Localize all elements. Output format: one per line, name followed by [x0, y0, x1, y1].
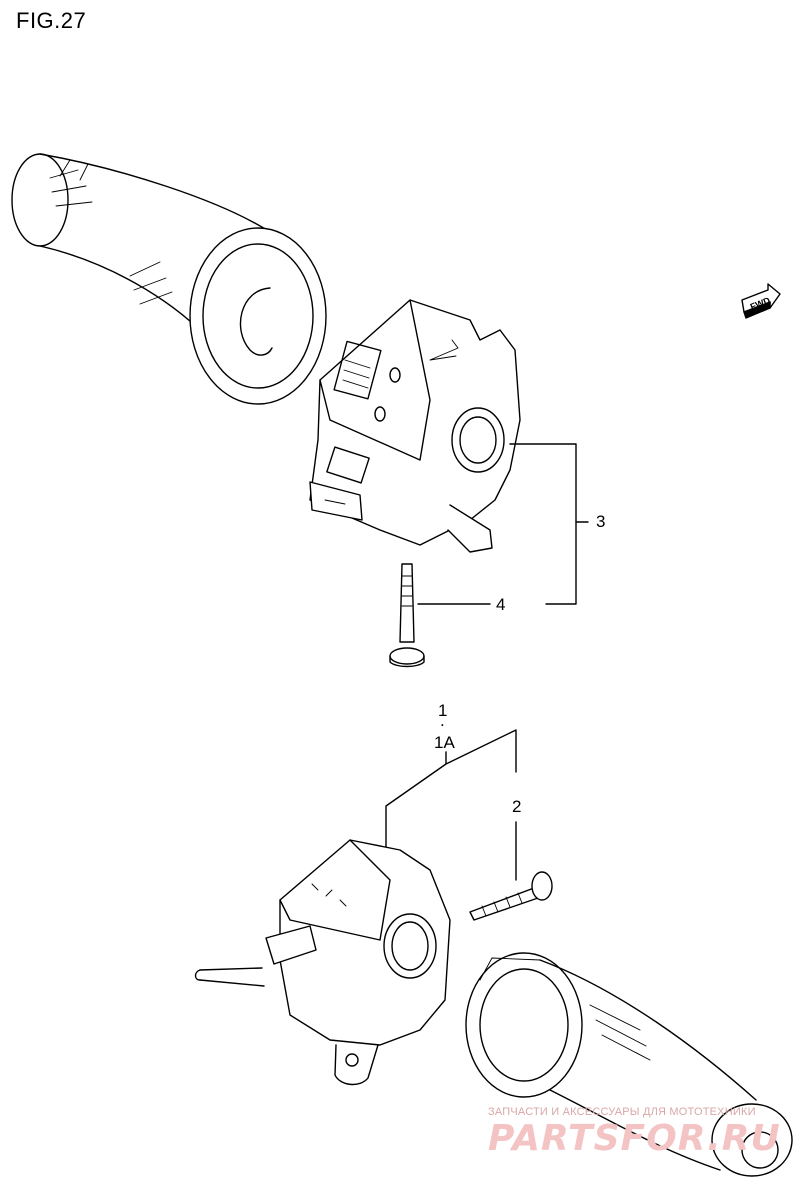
- figure-title: FIG.27: [16, 8, 87, 33]
- right-switch-housing: [309, 299, 521, 553]
- throttle-grip: [465, 952, 793, 1177]
- screw-part-4: [389, 563, 425, 668]
- left-handlebar-grip: [11, 153, 327, 405]
- callout-3-leader: [509, 443, 577, 605]
- watermark-tagline: ЗАПЧАСТИ И АКСЕССУАРЫ ДЛЯ МОТОТЕХНИКИ: [488, 1106, 756, 1118]
- callout-1a: 1A: [434, 733, 455, 752]
- left-switch-housing: [194, 839, 451, 1086]
- callout-2: 2: [512, 797, 522, 816]
- callout-3: 3: [596, 512, 606, 531]
- screw-part-2: [469, 871, 553, 921]
- forward-direction-badge: FWD: [741, 283, 781, 319]
- callout-4: 4: [496, 595, 506, 614]
- watermark-logo: PARTSFOR.RU: [488, 1118, 781, 1159]
- callout-1: 1: [438, 701, 448, 720]
- callout-1-separator: .: [440, 711, 445, 730]
